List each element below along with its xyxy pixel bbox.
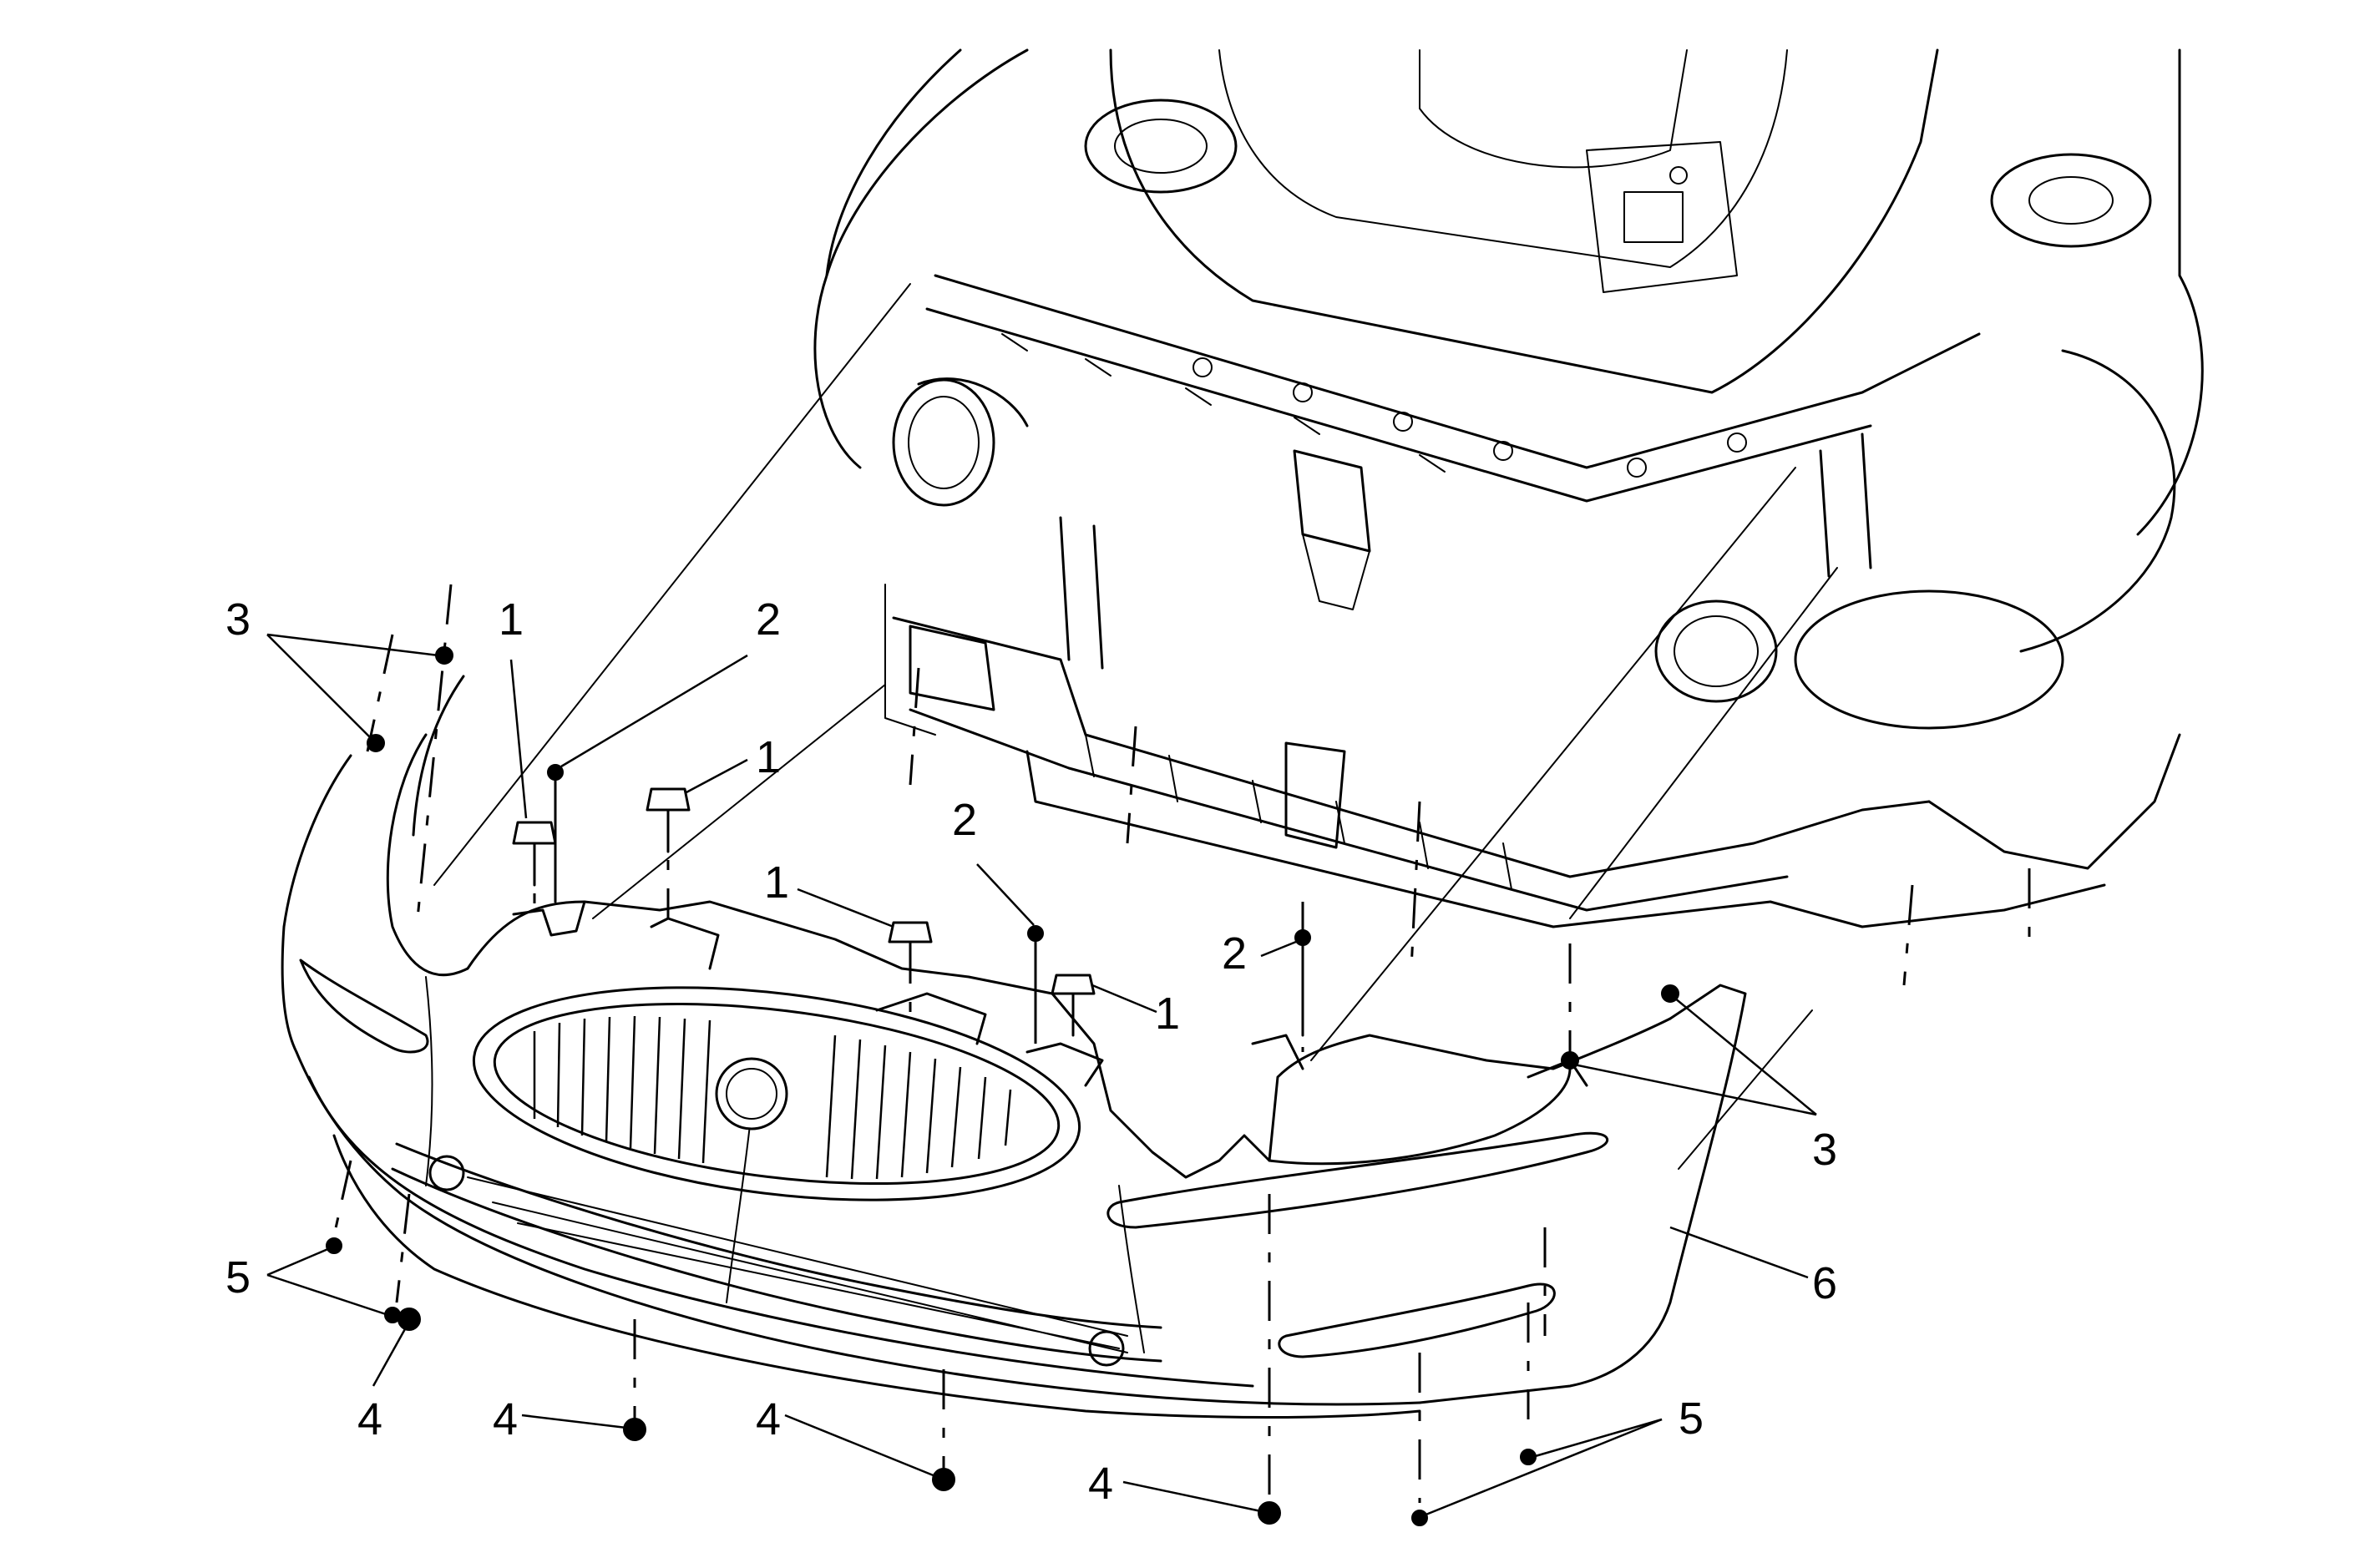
- screw-fastener-lower: [326, 1237, 342, 1254]
- fog-lamp-right: [1088, 1330, 1125, 1367]
- bolt-fastener: [932, 1468, 955, 1491]
- callout-6: 6: [1812, 1258, 1837, 1308]
- callout-4: 4: [756, 1394, 781, 1444]
- screw-fastener: [1027, 925, 1044, 1037]
- callout-1: 1: [756, 732, 781, 782]
- callout-1: 1: [499, 594, 524, 645]
- callout-3: 3: [1812, 1125, 1837, 1175]
- callout-1: 1: [1155, 989, 1180, 1039]
- bumper-fascia: [281, 675, 1747, 1419]
- callout-1: 1: [764, 857, 789, 908]
- grille: [472, 986, 1081, 1201]
- fog-lamp-left: [428, 1155, 465, 1191]
- callout-2: 2: [952, 795, 977, 845]
- alignment-lines: [332, 584, 2031, 1503]
- push-pin-fastener: [512, 821, 557, 887]
- fasteners: [326, 646, 1679, 1526]
- leader-lines: [266, 633, 1817, 1517]
- bolt-fastener: [398, 1308, 421, 1331]
- perspective-guide-lines: [433, 283, 1838, 1170]
- vehicle-front-structure: [813, 48, 2204, 928]
- callout-5: 5: [1679, 1394, 1704, 1444]
- clip-fastener: [1561, 1051, 1579, 1070]
- screw-fastener: [1294, 929, 1311, 1037]
- screw-fastener-lower: [1411, 1510, 1428, 1526]
- bolt-fastener: [623, 1418, 646, 1441]
- fascia-mounting-tabs: [512, 900, 1588, 1087]
- bolt-fastener: [1258, 1501, 1281, 1525]
- callout-2: 2: [756, 594, 781, 645]
- push-pin-fastener: [1051, 974, 1096, 1037]
- callout-labels: 1 1 1 1 2 2 2 3 3 4 4 4 4 5 5 6: [225, 594, 1837, 1509]
- push-pin-fastener: [888, 921, 933, 979]
- screw-fastener: [547, 764, 564, 903]
- callout-4: 4: [1088, 1459, 1113, 1509]
- callout-4: 4: [357, 1394, 382, 1444]
- lower-grille: [391, 1142, 1162, 1367]
- callout-2: 2: [1222, 928, 1247, 979]
- screw-fastener-lower: [384, 1307, 401, 1323]
- callout-5: 5: [225, 1252, 251, 1303]
- callout-4: 4: [493, 1394, 518, 1444]
- push-pin-fastener: [646, 787, 691, 853]
- callout-3: 3: [225, 594, 251, 645]
